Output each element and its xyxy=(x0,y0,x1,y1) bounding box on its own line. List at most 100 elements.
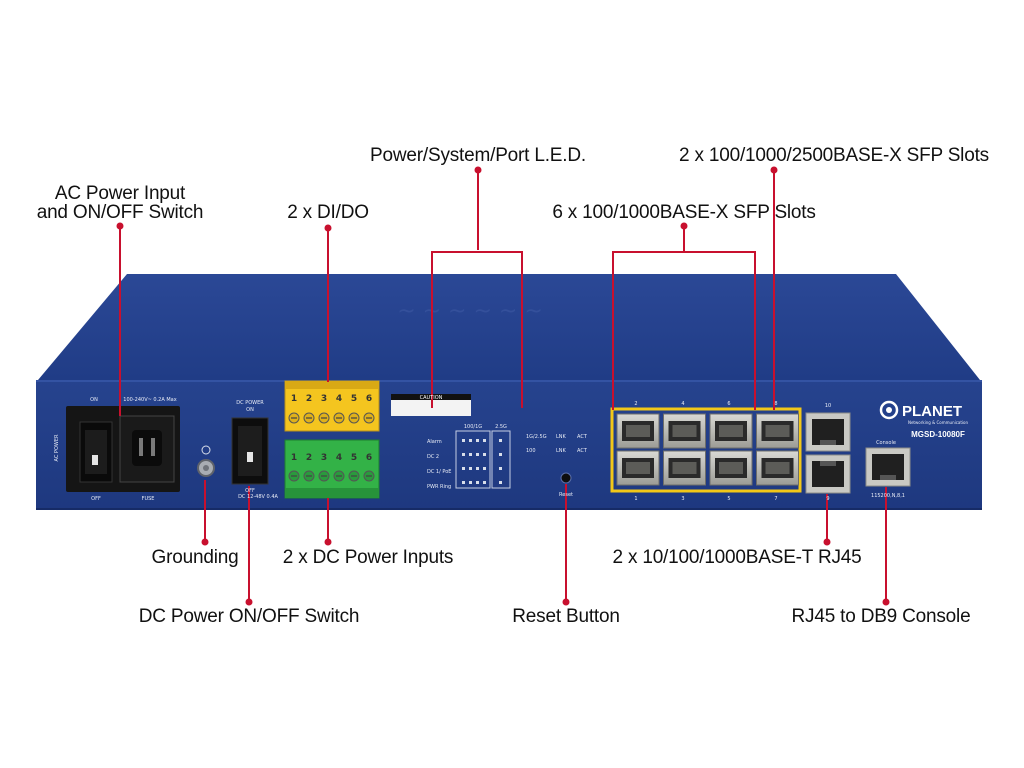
label-di-do: 2 x DI/DO xyxy=(287,202,369,223)
led-indicator xyxy=(476,453,479,456)
ac-side-text: AC POWER xyxy=(54,434,60,461)
dc-rating-text: DC 12-48V 0.4A xyxy=(238,494,278,500)
label-led: Power/System/Port L.E.D. xyxy=(370,145,586,166)
led-indicator xyxy=(469,439,472,442)
terminal-num-g6: 6 xyxy=(366,453,372,463)
terminal-num-g5: 5 xyxy=(351,453,357,463)
sfp-top-num-2: 2 xyxy=(634,401,637,407)
sfp-top-num-6: 6 xyxy=(727,401,730,407)
label-console: RJ45 to DB9 Console xyxy=(791,606,971,627)
sfp-slot-inner xyxy=(672,425,697,437)
caution-text: CAUTION xyxy=(420,395,443,401)
led-header-b: 2.5G xyxy=(495,424,507,430)
dc-on-text: ON xyxy=(246,407,254,413)
ac-inlet-socket xyxy=(119,415,175,483)
terminal-num-2: 2 xyxy=(306,394,312,404)
led-indicator xyxy=(483,439,486,442)
led-legend-act-b: ACT xyxy=(577,448,588,454)
dc-power-terminal-block xyxy=(284,439,380,499)
console-text: Console xyxy=(876,440,896,446)
sfp-slot-inner xyxy=(626,425,650,437)
label-ac-power-line2: and ON/OFF Switch xyxy=(36,202,204,223)
led-name-3: PWR Ring xyxy=(427,484,451,490)
console-port xyxy=(865,447,911,487)
rj45-port-9 xyxy=(805,454,851,494)
led-indicator xyxy=(469,453,472,456)
rj45-num-9: 9 xyxy=(826,496,829,502)
di-do-terminal-block xyxy=(284,380,380,432)
sfp-slot-inner xyxy=(719,425,743,437)
led-name-0: Alarm xyxy=(427,439,442,445)
ac-on-text: ON xyxy=(90,397,98,403)
led-header-a: 100/1G xyxy=(464,424,482,430)
terminal-num-4: 4 xyxy=(336,394,342,404)
brand-tagline: Networking & Communication xyxy=(908,420,969,425)
terminal-num-g3: 3 xyxy=(321,453,327,463)
led-legend-b: 100 xyxy=(526,448,536,454)
terminal-num-g1: 1 xyxy=(291,453,297,463)
led-indicator xyxy=(462,481,465,484)
ac-fuse-text: FUSE xyxy=(142,496,155,502)
led-legend-link-b: LNK xyxy=(556,448,567,454)
led-indicator xyxy=(469,467,472,470)
terminal-num-1: 1 xyxy=(291,394,297,404)
model-name: MGSD-10080F xyxy=(911,430,965,439)
terminal-num-g2: 2 xyxy=(306,453,312,463)
led-indicator xyxy=(476,481,479,484)
rj45-num-10: 10 xyxy=(825,403,831,409)
terminal-num-5: 5 xyxy=(351,394,357,404)
led-indicator xyxy=(462,439,465,442)
led-indicator xyxy=(483,467,486,470)
planet-logo-mark xyxy=(879,400,899,420)
sfp-bot-num-5: 5 xyxy=(727,496,730,502)
led-box-b xyxy=(491,430,511,489)
led-box-a xyxy=(455,430,491,489)
led-indicator xyxy=(469,481,472,484)
rj45-port-10 xyxy=(805,412,851,452)
led-name-1: DC 2 xyxy=(427,454,439,460)
label-rj45: 2 x 10/100/1000BASE-T RJ45 xyxy=(612,547,862,568)
sfp-slot-inner xyxy=(765,425,790,437)
led-indicator xyxy=(483,453,486,456)
sfp-slot-inner xyxy=(672,462,697,474)
sfp-bot-num-3: 3 xyxy=(681,496,684,502)
sfp-bot-num-1: 1 xyxy=(634,496,637,502)
led-legend-a: 1G/2.5G xyxy=(526,434,547,440)
sfp-top-num-8: 8 xyxy=(774,401,777,407)
led-legend-link-a: LNK xyxy=(556,434,567,440)
reset-button xyxy=(560,472,572,484)
ac-off-text: OFF xyxy=(91,496,101,502)
label-dc-inputs: 2 x DC Power Inputs xyxy=(282,547,454,568)
label-sfp6: 6 x 100/1000BASE-X SFP Slots xyxy=(552,202,816,223)
label-sfp2: 2 x 100/1000/2500BASE-X SFP Slots xyxy=(679,145,989,166)
label-dc-switch: DC Power ON/OFF Switch xyxy=(138,606,360,627)
sfp-slot-inner xyxy=(719,462,743,474)
label-grounding: Grounding xyxy=(151,547,239,568)
dc-power-text: DC POWER xyxy=(236,400,264,406)
terminal-num-3: 3 xyxy=(321,394,327,404)
sfp-top-num-4: 4 xyxy=(681,401,684,407)
sfp-slot-inner xyxy=(626,462,650,474)
terminal-num-g4: 4 xyxy=(336,453,342,463)
led-indicator xyxy=(499,481,502,484)
ac-rating-text: 100-240V~ 0.2A Max xyxy=(123,397,176,403)
led-indicator xyxy=(499,467,502,470)
led-indicator xyxy=(462,453,465,456)
terminal-num-6: 6 xyxy=(366,394,372,404)
sfp-bot-num-7: 7 xyxy=(774,496,777,502)
led-legend-act-a: ACT xyxy=(577,434,588,440)
led-indicator xyxy=(499,439,502,442)
reset-text: Reset xyxy=(559,492,573,498)
switch-top-surface xyxy=(38,274,980,380)
dc-off-text: OFF xyxy=(245,488,255,494)
led-name-2: DC 1/ PoE xyxy=(427,469,451,475)
led-indicator xyxy=(499,453,502,456)
callout-lines xyxy=(119,170,887,602)
console-baud-text: 115200,N,8,1 xyxy=(871,493,905,499)
svg-text:~ ~ ~ ~ ~ ~: ~ ~ ~ ~ ~ ~ xyxy=(397,299,543,324)
led-indicator xyxy=(462,467,465,470)
led-indicator xyxy=(476,439,479,442)
led-indicator xyxy=(483,481,486,484)
